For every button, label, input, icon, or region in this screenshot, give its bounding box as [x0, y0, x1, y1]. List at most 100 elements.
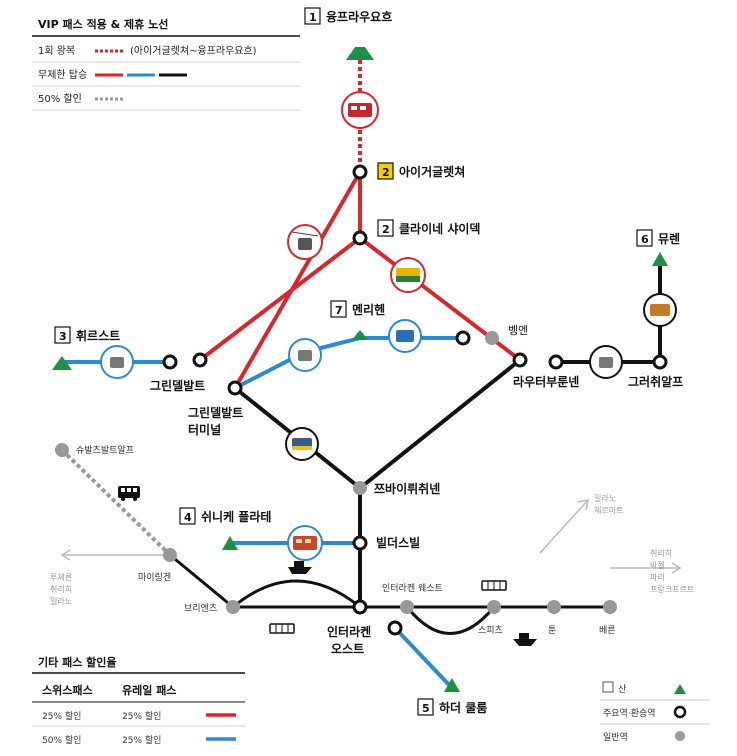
- legend-mountain-icon: [674, 684, 686, 694]
- label-lauterbrunnen[interactable]: 라우터부룬넨: [513, 374, 579, 389]
- number-badge-maennlichen: 7: [335, 304, 343, 317]
- station-marker-wengen[interactable]: [485, 331, 499, 345]
- station-marker-zweiluetschinen[interactable]: [353, 481, 367, 495]
- train-icon-wab: [390, 257, 426, 293]
- label-muerren[interactable]: 뮤렌: [658, 231, 680, 246]
- label-first[interactable]: 휘르스트: [76, 328, 120, 343]
- route-maennlichen-gondola: [234, 336, 463, 390]
- discount-row-2-eurail: 25% 할인: [122, 735, 161, 746]
- station-marker-harder-base[interactable]: [387, 620, 403, 636]
- station-marker-kleine-scheidegg[interactable]: [352, 230, 368, 246]
- label-grindelwald-terminal-2[interactable]: 터미널: [188, 422, 221, 437]
- station-marker-maennlichen[interactable]: [455, 330, 471, 346]
- station-marker-spiez[interactable]: [487, 600, 501, 614]
- label-brienz[interactable]: 브리엔츠: [184, 603, 217, 614]
- vehicle-icons: [100, 91, 677, 646]
- legend-major-station-icon: [673, 705, 687, 719]
- station-marker-interlaken-ost[interactable]: [352, 599, 368, 615]
- icon-legend-mountain: 산: [618, 684, 626, 695]
- routes: [60, 60, 682, 690]
- label-grindelwald-terminal-1[interactable]: 그린델발트: [188, 405, 243, 420]
- gondola-icon-eiger-express: [287, 224, 323, 260]
- icon-legend-major-station: 주요역·환승역: [603, 707, 656, 719]
- label-schwarzwaldalp[interactable]: 슈발츠발트알프: [76, 445, 134, 456]
- direction-right-4: 프랑크프르트: [650, 584, 694, 594]
- direction-line-upright: [539, 499, 589, 554]
- label-eigergletscher[interactable]: 아이거글렛쳐: [399, 164, 465, 179]
- number-badge-eigergletscher: 2: [382, 166, 390, 179]
- station-marker-first-valley[interactable]: [162, 354, 178, 370]
- station-marker-thun[interactable]: [547, 600, 561, 614]
- label-jungfraujoch[interactable]: 융프라우요흐: [326, 9, 392, 24]
- discount-header-swiss: 스위스패스: [42, 683, 93, 697]
- train-icon-schynige: [287, 525, 323, 561]
- legend-regular-station-icon: [675, 731, 685, 741]
- label-bern[interactable]: 베른: [599, 625, 616, 636]
- station-marker-meiringen[interactable]: [163, 548, 177, 562]
- station-marker-brienz[interactable]: [226, 600, 240, 614]
- label-grindelwald[interactable]: 그린델발트: [150, 378, 205, 393]
- number-badge-harder-kulm: 5: [422, 702, 430, 715]
- label-meiringen[interactable]: 마이링겐: [138, 571, 171, 583]
- label-interlaken-west[interactable]: 인터라켄 웨스트: [382, 582, 443, 594]
- station-marker-grindelwald-terminal[interactable]: [227, 380, 243, 396]
- legend-title: VIP 패스 적용 & 제휴 노선: [38, 17, 168, 31]
- train-icon-jungfrau: [341, 91, 379, 129]
- number-badge-first: 3: [59, 330, 67, 343]
- number-badge-muerren: 6: [641, 233, 649, 246]
- station-marker-wilderswil[interactable]: [352, 535, 368, 551]
- label-kleine-scheidegg[interactable]: 클라이네 샤이덱: [399, 221, 480, 236]
- station-markers: [55, 164, 668, 636]
- train-icon-bob: [285, 427, 319, 461]
- discount-table-title: 기타 패스 할인율: [38, 655, 117, 669]
- label-wilderswil[interactable]: 빌더스빌: [376, 535, 420, 550]
- number-badge-kleine-scheidegg: 2: [382, 223, 390, 236]
- legend-row-round-trip: 1회 왕복: [38, 45, 75, 57]
- label-schynige-platte[interactable]: 쉬니케 플라테: [201, 509, 271, 524]
- station-marker-eigergletscher[interactable]: [352, 164, 368, 180]
- train-icon-brienz-line: [269, 623, 295, 634]
- station-marker-bern[interactable]: [603, 600, 617, 614]
- label-spiez[interactable]: 스피츠: [478, 625, 503, 636]
- discount-row-1-eurail: 25% 할인: [122, 711, 161, 722]
- station-marker-schwarzwaldalp[interactable]: [55, 443, 69, 457]
- route-lake-brienz-boat: [232, 579, 361, 609]
- number-badge-schynige-platte: 4: [184, 511, 192, 524]
- discount-header-eurail: 유레일 패스: [122, 683, 176, 697]
- boat-icon-thun: [513, 633, 537, 646]
- station-marker-gruetschalp[interactable]: [652, 354, 668, 370]
- mountain-icon-muerren: [652, 252, 668, 266]
- boat-icon-brienz: [288, 561, 312, 574]
- label-interlaken-ost-2[interactable]: 오스트: [331, 642, 364, 656]
- route-meiringen-brienz: [169, 553, 234, 609]
- route-eiger-terminal: [233, 170, 362, 390]
- direction-right-1: 취리히: [650, 548, 672, 558]
- route-kleine-grindelwald: [198, 236, 362, 362]
- icon-legend-regular-station: 일반역: [603, 732, 628, 743]
- discount-table: 기타 패스 할인율 스위스패스 유레일 패스 25% 할인 25% 할인 50%…: [32, 655, 245, 746]
- station-marker-lauterbrunnen[interactable]: [512, 352, 528, 368]
- discount-row-1-swiss: 25% 할인: [42, 711, 81, 722]
- label-zweiluetschinen[interactable]: 쯔바이뤼취넨: [374, 481, 440, 496]
- station-labels: 1 융프라우요흐 2 아이거글렛쳐 2 클라이네 샤이덱 3 휘르스트 그린델발…: [50, 7, 694, 716]
- legend-row-discount: 50% 할인: [38, 93, 82, 105]
- legend-mountain-box-icon: [602, 681, 614, 693]
- label-wengen[interactable]: 벵엔: [508, 324, 528, 337]
- label-thun[interactable]: 툰: [548, 625, 556, 636]
- label-maennlichen[interactable]: 멘리헨: [352, 302, 385, 317]
- legend-row-unlimited: 무제한 탑승: [38, 69, 87, 81]
- train-icon-thun-line: [481, 580, 507, 591]
- bus-icon: [118, 486, 140, 501]
- route-lake-thun-boat: [405, 606, 496, 635]
- direction-left-3: 밀라노: [50, 597, 72, 606]
- label-gruetschalp[interactable]: 그러취알프: [628, 374, 683, 389]
- label-interlaken-ost-1[interactable]: 인터라켄: [327, 624, 371, 639]
- station-marker-gruetschalp-base[interactable]: [548, 354, 564, 370]
- label-harder-kulm[interactable]: 하더 쿨룸: [439, 700, 487, 715]
- station-marker-grindelwald[interactable]: [192, 352, 208, 368]
- direction-left-2: 취리히: [50, 584, 72, 594]
- direction-upright-2: 체르마트: [594, 505, 623, 515]
- station-marker-interlaken-west[interactable]: [400, 600, 414, 614]
- direction-upright-1: 밀라노: [594, 494, 616, 503]
